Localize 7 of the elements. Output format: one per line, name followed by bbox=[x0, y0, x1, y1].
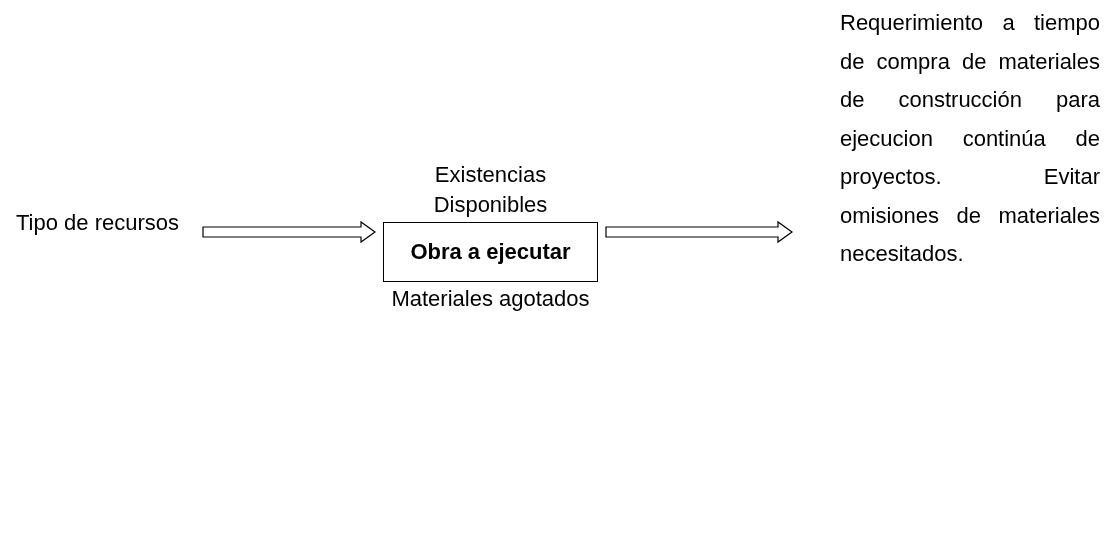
side-label: Materiales agotados bbox=[390, 285, 591, 313]
text-label: Tipo de recursos bbox=[0, 210, 195, 236]
block-arrow bbox=[605, 220, 794, 244]
process-box: Obra a ejecutar bbox=[383, 222, 598, 282]
block-arrow bbox=[202, 220, 377, 244]
side-label: Existencias Disponibles bbox=[432, 161, 549, 219]
description-text: Requerimiento a tiempo de compra de materiales de construcción para ejecucion continúa de proyectos. Evitar omisiones de materiales necesitados. bbox=[800, 4, 1100, 274]
